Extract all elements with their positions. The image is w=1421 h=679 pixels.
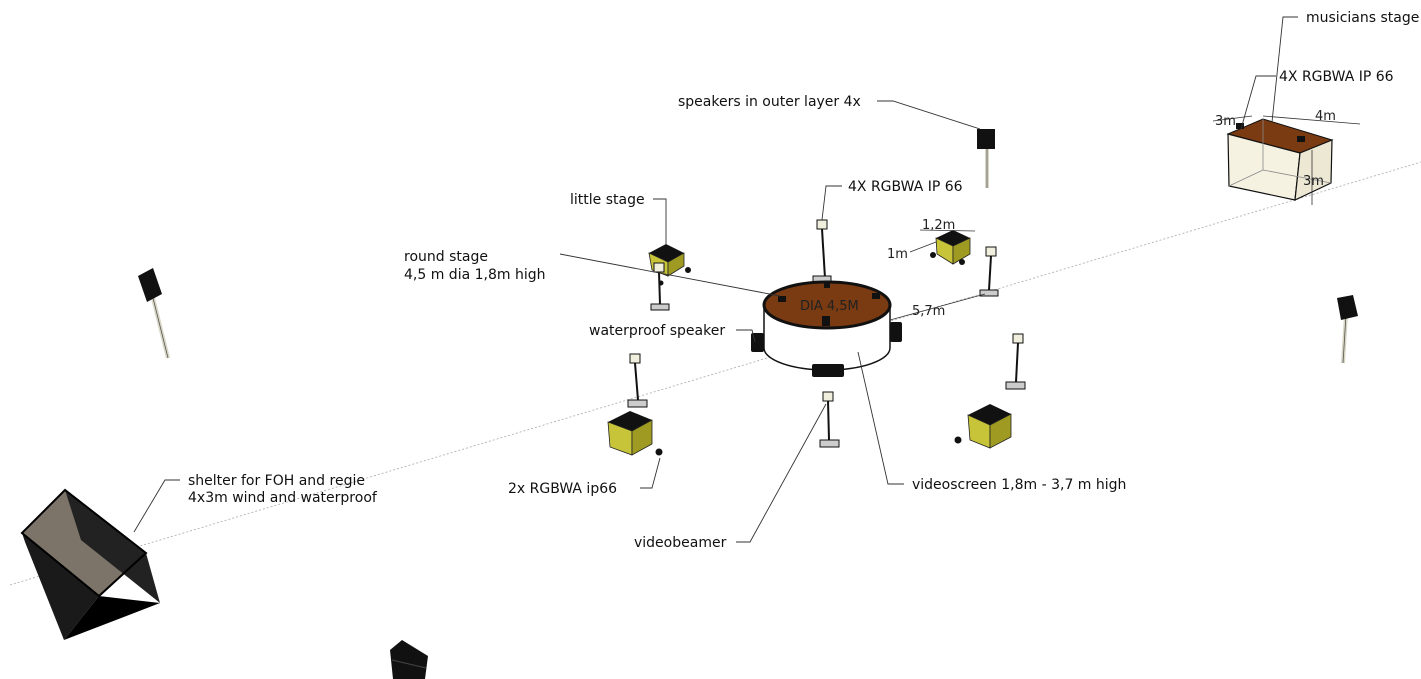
speaker-top-pole <box>977 129 995 188</box>
light-pole-left-upper <box>650 262 670 311</box>
label-speakers-outer: speakers in outer layer 4x <box>678 94 861 110</box>
dim-stage-height: 3m <box>1303 174 1324 189</box>
ground-axis-line <box>9 161 1421 586</box>
dim-small-stage-depth: 1m <box>887 247 908 262</box>
light-pole-bottom <box>819 391 840 448</box>
round-stage-dia-label: DIA 4,5M <box>800 299 859 314</box>
light-pole-right-upper <box>979 246 999 297</box>
dim-stage-width: 4m <box>1315 109 1336 124</box>
musicians-stage-box <box>1226 118 1334 201</box>
light-pole-center <box>812 219 832 283</box>
label-rgbwa-center: 4X RGBWA IP 66 <box>848 179 963 195</box>
cube-lower-left <box>607 411 663 456</box>
speaker-bottom <box>390 640 428 679</box>
speaker-left-pole <box>138 268 170 359</box>
label-waterproof-speaker: waterproof speaker <box>589 323 725 339</box>
label-musicians-stage: musicians stage <box>1306 10 1419 26</box>
label-round-stage-line2: 4,5 m dia 1,8m high <box>404 267 545 283</box>
label-videobeamer: videobeamer <box>634 535 727 551</box>
label-rgbwa-small: 2x RGBWA ip66 <box>508 481 617 497</box>
dimension-musicians-stage <box>1212 115 1361 205</box>
dim-small-stage-width: 1,2m <box>922 218 955 233</box>
small-cube-stage <box>930 230 971 265</box>
dimension-distance-line <box>889 293 986 321</box>
label-little-stage: little stage <box>570 192 645 208</box>
cube-lower-right <box>954 404 1012 449</box>
light-pole-right-lower <box>1005 333 1026 390</box>
label-rgbwa-musicians: 4X RGBWA IP 66 <box>1279 69 1394 85</box>
label-shelter-line2: 4x3m wind and waterproof <box>188 490 378 506</box>
dim-stage-depth: 3m <box>1215 114 1236 129</box>
light-pole-left-lower <box>627 353 648 408</box>
dimension-small-cube <box>909 229 976 253</box>
shelter-box <box>20 488 160 640</box>
dim-distance: 5,7m <box>912 304 945 319</box>
round-stage: DIA 4,5M <box>751 280 902 377</box>
label-round-stage-line1: round stage <box>404 249 488 265</box>
label-shelter-line1: shelter for FOH and regie <box>188 473 365 489</box>
label-videoscreen: videoscreen 1,8m - 3,7 m high <box>912 477 1126 493</box>
speaker-right-pole <box>1337 295 1358 364</box>
leader-lines <box>133 16 1298 543</box>
